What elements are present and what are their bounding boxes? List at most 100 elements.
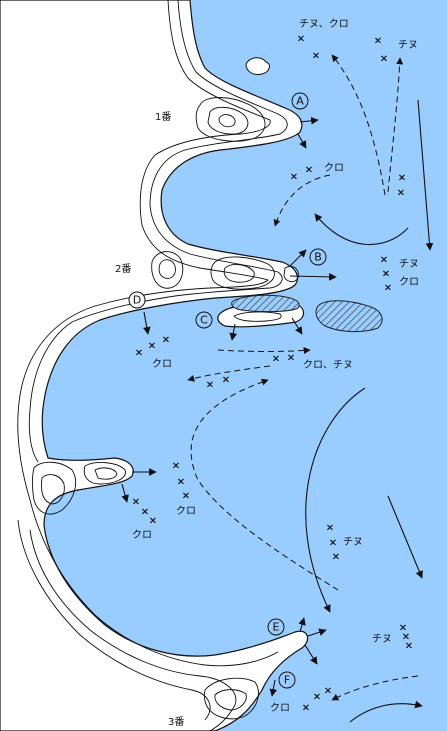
jetty1-rock	[195, 97, 266, 142]
x-mark-icon: ×	[141, 507, 149, 518]
point-d-marker: D	[128, 291, 146, 309]
current-arrow-icon	[269, 679, 278, 697]
current-arrow-icon	[349, 700, 423, 723]
current-arrow-icon	[307, 628, 327, 637]
x-mark-icon: ×	[290, 172, 298, 183]
current-arrow-icon	[121, 483, 129, 503]
current-arrows	[121, 99, 434, 723]
x-mark-icon: ×	[382, 269, 390, 280]
jetty-label-3: 3番	[168, 716, 184, 728]
point-b-marker: B	[309, 248, 327, 266]
fish-label: チヌ	[398, 39, 418, 51]
current-arrow-icon	[289, 273, 337, 281]
x-mark-icon: ×	[402, 632, 410, 643]
x-mark-icon: ×	[222, 375, 230, 386]
fish-markers: × × × × × × × × × × × × × × × × × × × × …	[132, 34, 413, 714]
current-arrow-icon	[298, 617, 306, 633]
current-arrow-icon	[190, 378, 339, 591]
x-mark-icon: ×	[380, 255, 388, 266]
svg-text:A: A	[296, 95, 304, 108]
x-mark-icon: ×	[399, 623, 407, 634]
shoal-hatch-icon	[315, 300, 383, 333]
x-mark-icon: ×	[135, 348, 143, 359]
current-arrow-icon	[304, 644, 318, 665]
x-mark-icon: ×	[305, 165, 313, 176]
left-jetty-rock	[32, 461, 126, 515]
current-arrow-icon	[217, 347, 311, 354]
fish-label: チヌ	[372, 633, 392, 645]
breakwater-c-contour	[233, 311, 282, 322]
current-arrow-icon	[387, 57, 404, 193]
fish-label: クロ	[399, 276, 419, 288]
x-mark-icon: ×	[162, 335, 170, 346]
x-mark-icon: ×	[374, 36, 382, 47]
depth-contours	[17, 0, 288, 731]
fish-label: クロ	[324, 162, 344, 174]
fish-label: クロ	[270, 702, 290, 714]
current-arrow-icon	[142, 311, 151, 335]
x-mark-icon: ×	[405, 641, 413, 652]
x-mark-icon: ×	[324, 686, 332, 697]
x-mark-icon: ×	[332, 552, 340, 563]
current-arrow-icon	[305, 387, 366, 613]
x-mark-icon: ×	[272, 354, 280, 365]
fish-label: クロ	[176, 505, 196, 517]
current-arrow-icon	[387, 495, 423, 579]
x-mark-icon: ×	[149, 516, 157, 527]
x-mark-icon: ×	[172, 461, 180, 472]
point-c-marker: C	[195, 311, 213, 329]
jetty-label-1: 1番	[155, 111, 171, 123]
point-a-marker: A	[291, 92, 309, 110]
small-island	[245, 57, 270, 75]
current-arrow-icon	[229, 323, 238, 341]
jetty-labels: 1番 2番 3番	[115, 111, 184, 728]
fish-label: クロ	[132, 529, 152, 541]
fish-label: クロ	[152, 358, 172, 370]
x-mark-icon: ×	[287, 353, 295, 364]
current-arrow-icon	[314, 213, 409, 246]
x-mark-icon: ×	[312, 51, 320, 62]
point-markers: A B C D E F	[128, 92, 327, 689]
point-f-marker: F	[278, 671, 296, 689]
x-mark-icon: ×	[329, 538, 337, 549]
x-mark-icon: ×	[302, 703, 310, 714]
x-mark-icon: ×	[182, 491, 190, 502]
point-e-marker: E	[267, 618, 285, 636]
x-mark-icon: ×	[380, 54, 388, 65]
jetty3-rock	[204, 677, 259, 720]
current-arrow-icon	[299, 116, 319, 125]
fish-label: クロ、チヌ	[303, 359, 353, 371]
current-arrow-icon	[331, 54, 386, 196]
svg-text:C: C	[200, 314, 208, 327]
svg-text:D: D	[133, 294, 141, 307]
x-mark-icon: ×	[398, 173, 406, 184]
svg-text:E: E	[273, 621, 280, 634]
current-arrow-icon	[289, 249, 307, 267]
x-mark-icon: ×	[148, 341, 156, 352]
fish-label: チヌ	[399, 258, 419, 270]
shoal-hatch-icon	[231, 294, 300, 313]
fish-label: チヌ	[343, 536, 363, 548]
current-arrow-icon	[417, 99, 434, 251]
land-area	[0, 0, 309, 731]
x-mark-icon: ×	[132, 497, 140, 508]
current-arrow-icon	[291, 317, 303, 335]
svg-text:B: B	[314, 251, 322, 264]
current-arrow-icon	[187, 365, 271, 382]
x-mark-icon: ×	[397, 188, 405, 199]
fish-label: チヌ、クロ	[299, 18, 349, 30]
x-mark-icon: ×	[326, 523, 334, 534]
dashed-currents	[187, 54, 419, 701]
svg-text:F: F	[284, 674, 290, 687]
x-mark-icon: ×	[206, 380, 214, 391]
x-mark-icon: ×	[297, 34, 305, 45]
jetty2-rock	[151, 251, 299, 290]
fish-labels: チヌ、クロ チヌ クロ チヌ クロ クロ クロ、チヌ クロ クロ チヌ チヌ ク…	[132, 18, 419, 714]
current-arrow-icon	[331, 675, 419, 701]
x-mark-icon: ×	[313, 692, 321, 703]
x-mark-icon: ×	[384, 283, 392, 294]
x-mark-icon: ×	[177, 477, 185, 488]
jetty-label-2: 2番	[115, 263, 131, 275]
current-arrow-icon	[297, 133, 307, 149]
